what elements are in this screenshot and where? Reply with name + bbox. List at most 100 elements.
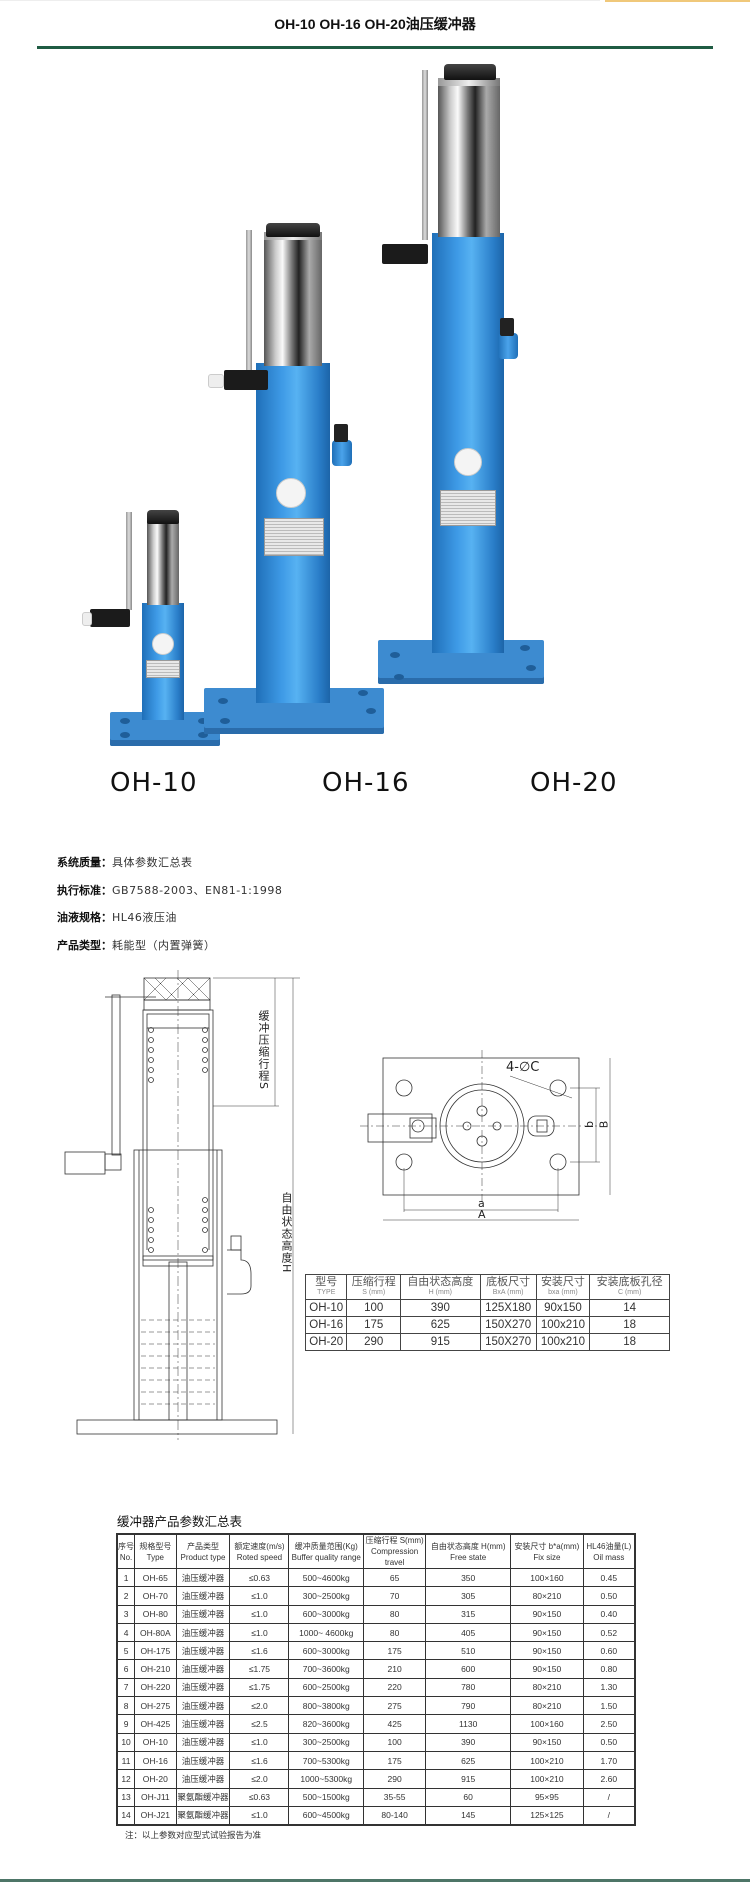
table-cell: 510 bbox=[425, 1641, 512, 1661]
table-cell: 600 bbox=[425, 1659, 512, 1679]
table-cell: 65 bbox=[363, 1567, 427, 1588]
table-cell: 780 bbox=[425, 1677, 512, 1698]
table-cell: OH-175 bbox=[134, 1641, 177, 1661]
table-cell: 90×150 bbox=[510, 1732, 584, 1752]
table-cell: 600~3000kg bbox=[288, 1604, 365, 1624]
table-cell: 6 bbox=[116, 1659, 136, 1679]
table-cell: 0.50 bbox=[582, 1732, 636, 1752]
table-cell: 1 bbox=[116, 1567, 136, 1588]
table-cell: 300~2500kg bbox=[288, 1732, 365, 1752]
table-cell: ≤2.0 bbox=[229, 1769, 290, 1789]
table-cell: 油压缓冲器 bbox=[175, 1586, 231, 1606]
table-cell: ≤1.0 bbox=[229, 1622, 290, 1643]
table-cell: 100 bbox=[363, 1732, 427, 1752]
table-cell: 390 bbox=[425, 1732, 512, 1752]
top-strip-gray bbox=[0, 0, 600, 1]
dim-label-A: A bbox=[478, 1208, 486, 1221]
col-fix-size: 安装尺寸 b*a(mm)Fix size bbox=[510, 1533, 584, 1569]
table-cell: 90×150 bbox=[510, 1659, 584, 1679]
table-cell: OH-20 bbox=[134, 1769, 177, 1789]
table-cell: 305 bbox=[425, 1586, 512, 1606]
table-cell: 油压缓冲器 bbox=[175, 1696, 231, 1716]
table-cell: 70 bbox=[363, 1586, 427, 1606]
top-strip bbox=[0, 0, 750, 2]
table-cell: 2.60 bbox=[582, 1769, 636, 1789]
table-cell: 800~3800kg bbox=[288, 1696, 365, 1716]
dim-label-b: b bbox=[582, 1121, 596, 1128]
table-cell: 700~3600kg bbox=[288, 1659, 365, 1679]
table-cell: 600~2500kg bbox=[288, 1677, 365, 1698]
table-cell: 10 bbox=[116, 1732, 136, 1752]
table-cell: 1000~ 4600kg bbox=[288, 1622, 365, 1643]
table-cell: OH-J21 bbox=[134, 1805, 177, 1826]
table-cell: ≤0.63 bbox=[229, 1787, 290, 1807]
table-cell: 油压缓冲器 bbox=[175, 1659, 231, 1679]
table-cell: 油压缓冲器 bbox=[175, 1714, 231, 1734]
table-cell: 油压缓冲器 bbox=[175, 1622, 231, 1643]
table-cell: 油压缓冲器 bbox=[175, 1677, 231, 1698]
table-cell: OH-80A bbox=[134, 1622, 177, 1643]
table-cell: 500~1500kg bbox=[288, 1787, 365, 1807]
table-cell: 600~4500kg bbox=[288, 1805, 365, 1826]
table-cell: 100×160 bbox=[510, 1567, 584, 1588]
table-cell: 625 bbox=[425, 1750, 512, 1771]
table-cell: 90×150 bbox=[510, 1641, 584, 1661]
table-cell: 1.70 bbox=[582, 1750, 636, 1771]
model-label-oh-10: OH-10 bbox=[110, 768, 198, 798]
table-cell: OH-425 bbox=[134, 1714, 177, 1734]
table-cell: ≤1.6 bbox=[229, 1750, 290, 1771]
height-dimension-label: 自由状态高度H bbox=[280, 1192, 293, 1274]
table-cell: 1.30 bbox=[582, 1677, 636, 1698]
col-compression: 压缩行程 S(mm)Compression travel bbox=[363, 1533, 427, 1569]
table-cell: 820~3600kg bbox=[288, 1714, 365, 1734]
table-cell: 405 bbox=[425, 1622, 512, 1643]
spec-row-standard: 执行标准：GB7588-2003、EN81-1:1998 bbox=[57, 883, 283, 897]
table-cell: OH-220 bbox=[134, 1677, 177, 1698]
table-cell: 油压缓冲器 bbox=[175, 1641, 231, 1661]
table-cell: 915 bbox=[425, 1769, 512, 1789]
table-cell: OH-16 bbox=[134, 1750, 177, 1771]
spec-row-oil: 油液规格：HL46液压油 bbox=[57, 911, 177, 924]
spec-row-system-quality: 系统质量：具体参数汇总表 bbox=[57, 856, 193, 869]
table-cell: 7 bbox=[116, 1677, 136, 1698]
col-oil-mass: HL46油量(L)Oil mass bbox=[582, 1533, 636, 1569]
table-cell: 1.50 bbox=[582, 1696, 636, 1716]
table-cell: 35-55 bbox=[363, 1787, 427, 1807]
table-cell: 175 bbox=[363, 1750, 427, 1771]
table-cell: 聚氨酯缓冲器 bbox=[175, 1805, 231, 1826]
table-cell: 80×210 bbox=[510, 1696, 584, 1716]
top-strip-accent bbox=[605, 0, 750, 2]
table-cell: OH-10 bbox=[134, 1732, 177, 1752]
col-rated-speed: 额定速度(m/s)Roted speed bbox=[229, 1533, 290, 1569]
table-cell: ≤1.6 bbox=[229, 1641, 290, 1661]
dim-label-B: B bbox=[597, 1120, 611, 1129]
table-cell: ≤1.0 bbox=[229, 1732, 290, 1752]
table-cell: 210 bbox=[363, 1659, 427, 1679]
table-cell: 聚氨酯缓冲器 bbox=[175, 1787, 231, 1807]
table-cell: 油压缓冲器 bbox=[175, 1750, 231, 1771]
table-cell: OH-70 bbox=[134, 1586, 177, 1606]
summary-table-title: 缓冲器产品参数汇总表 bbox=[117, 1514, 243, 1529]
table-cell: ≤1.0 bbox=[229, 1586, 290, 1606]
table-cell: ≤2.0 bbox=[229, 1696, 290, 1716]
table-cell: 油压缓冲器 bbox=[175, 1567, 231, 1588]
stroke-dimension-label: 缓冲压缩行程S bbox=[257, 1010, 270, 1090]
table-cell: 1130 bbox=[425, 1714, 512, 1734]
table-cell: 80 bbox=[363, 1604, 427, 1624]
spec-list: 系统质量：具体参数汇总表 执行标准：GB7588-2003、EN81-1:199… bbox=[57, 854, 282, 964]
